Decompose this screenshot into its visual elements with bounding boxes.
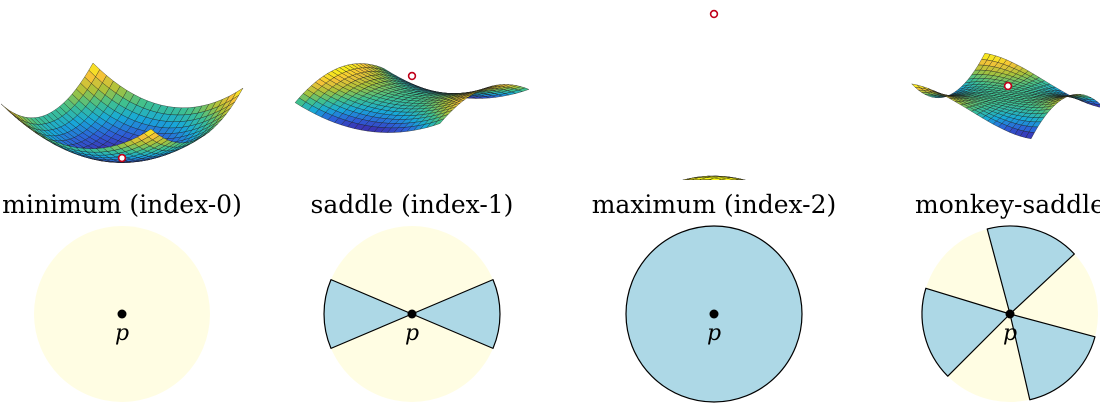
descending-sector	[986, 225, 1075, 315]
disk-monkey-saddle: p	[921, 225, 1098, 402]
critical-point-marker	[407, 71, 417, 81]
descending-sector	[1009, 313, 1096, 401]
surface-facet	[1025, 131, 1035, 139]
disk-maximum: p	[625, 225, 803, 403]
disk-saddle: p	[323, 226, 501, 402]
caption-saddle: saddle (index-1)	[310, 190, 514, 219]
critical-point-dot	[1005, 309, 1015, 319]
descending-sector	[323, 279, 413, 349]
point-label: p	[405, 321, 419, 346]
surface-saddle	[294, 63, 530, 133]
caption-minimum: minimum (index-0)	[2, 190, 242, 219]
disk-minimum: p	[34, 226, 210, 402]
point-label: p	[1003, 321, 1017, 346]
point-label: p	[707, 321, 721, 346]
critical-point-marker	[709, 9, 719, 19]
critical-point-dot	[709, 309, 719, 319]
surface-minimum	[0, 62, 244, 163]
descending-sector	[921, 287, 1011, 377]
surface-facet	[144, 128, 156, 137]
point-label: p	[115, 321, 129, 346]
critical-point-marker	[1003, 81, 1013, 91]
critical-point-dot	[117, 309, 127, 319]
surface-facet	[433, 118, 445, 126]
descending-sector	[411, 279, 501, 349]
caption-maximum: maximum (index-2)	[591, 190, 837, 219]
critical-point-marker	[117, 153, 127, 163]
surface-plots	[0, 9, 1100, 180]
caption-monkey-saddle: monkey-saddle	[915, 190, 1100, 219]
surface-facet	[721, 177, 734, 180]
surface-maximum	[682, 9, 746, 180]
surface-monkey-saddle	[911, 53, 1100, 139]
surface-facet	[718, 179, 726, 180]
critical-point-dot	[407, 309, 417, 319]
